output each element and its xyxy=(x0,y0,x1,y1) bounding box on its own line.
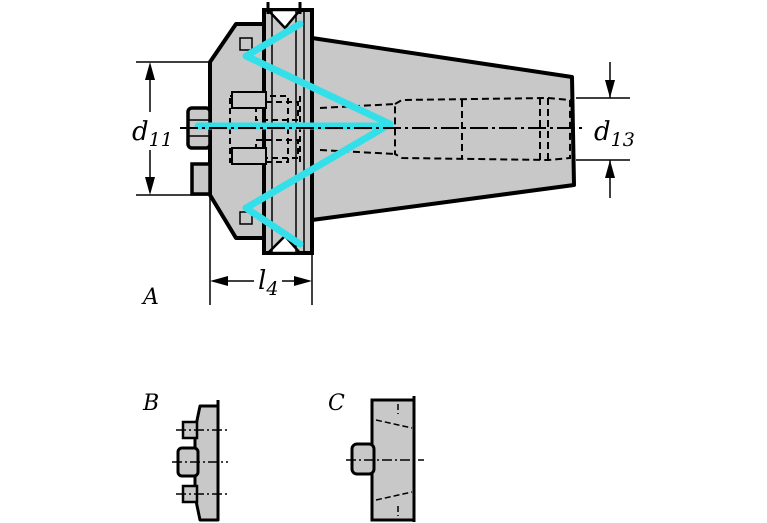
view-c-label: C xyxy=(328,391,345,416)
d11-label: d11 xyxy=(132,117,173,151)
view-b-adapter xyxy=(172,400,228,522)
d13-label: d13 xyxy=(594,117,635,151)
flange-groove-bottom xyxy=(264,234,303,255)
view-b-label: B xyxy=(142,391,159,416)
view-a-holder xyxy=(180,2,585,255)
drive-key xyxy=(190,162,212,196)
dimension-d13: d13 xyxy=(576,62,635,198)
view-a-label: A xyxy=(141,285,159,310)
l4-label: l4 xyxy=(258,266,278,300)
coolant-channels xyxy=(194,20,394,248)
flange-groove-top xyxy=(265,8,303,30)
dimension-l4: l4 xyxy=(209,196,313,305)
view-c-adapter xyxy=(346,396,424,522)
dimension-d11: d11 xyxy=(132,61,212,196)
